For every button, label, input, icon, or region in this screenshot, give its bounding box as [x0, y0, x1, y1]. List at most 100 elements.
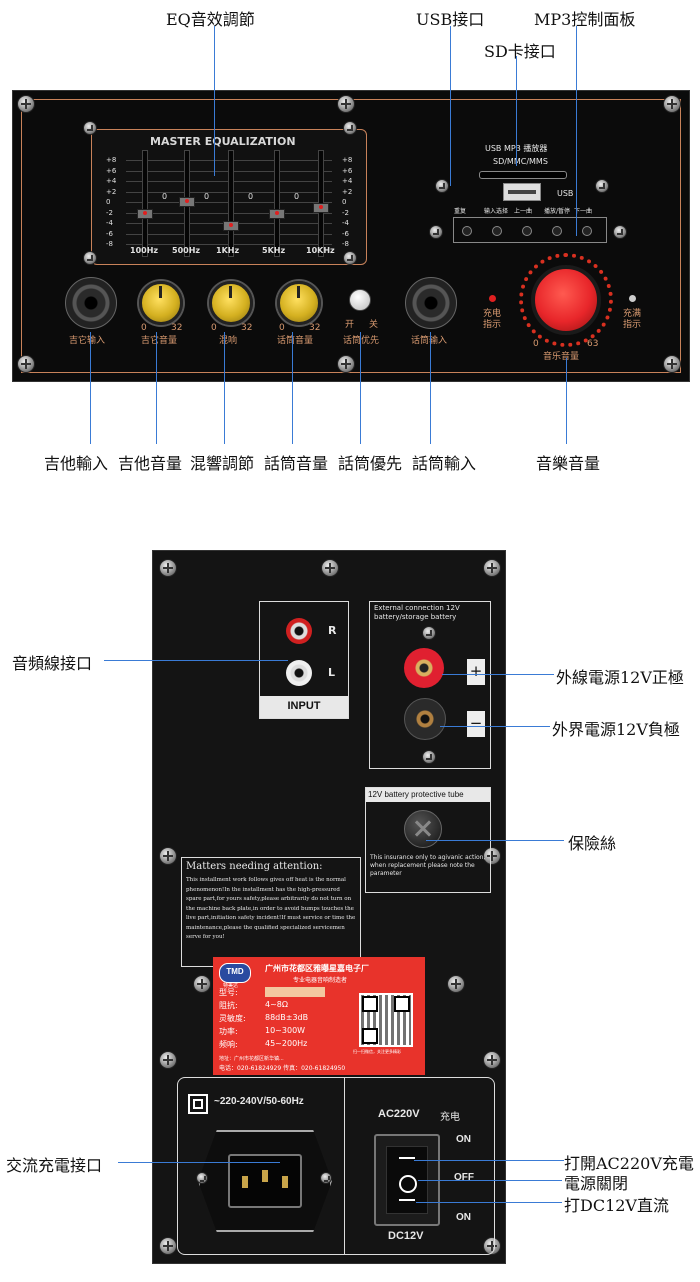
eq-scale-tick: -8 — [106, 240, 113, 248]
mp3-button[interactable] — [582, 226, 592, 236]
screw-icon — [483, 847, 501, 865]
knob-min: 0 — [533, 339, 539, 349]
knob-min: 0 — [141, 323, 147, 333]
screw-icon — [321, 559, 339, 577]
switch-off-label: 关 — [369, 320, 379, 330]
sticker-spec-key: 阻抗: — [219, 1001, 238, 1010]
screw-icon — [17, 95, 35, 113]
screw-icon — [663, 355, 681, 373]
eq-scale-tick: +2 — [106, 187, 117, 196]
mic-input-jack[interactable] — [405, 277, 457, 329]
music-volume-knob[interactable] — [531, 265, 601, 335]
eq-scale-tick: 0 — [342, 198, 347, 206]
qr-code — [359, 993, 413, 1047]
rca-right-jack[interactable] — [286, 618, 312, 644]
mp3-button[interactable] — [552, 226, 562, 236]
eq-slider-4[interactable] — [313, 150, 329, 257]
switch-off: OFF — [454, 1172, 474, 1183]
label-dc-on: 打DC12V直流 — [564, 1196, 669, 1215]
screw-icon — [159, 559, 177, 577]
input-label-bar: INPUT — [260, 696, 348, 718]
sticker-spec-value: 45~200Hz — [265, 1039, 308, 1048]
guitar-volume-knob[interactable] — [139, 281, 183, 325]
eq-slider-knob[interactable] — [137, 209, 153, 219]
eq-slider-2[interactable] — [223, 150, 239, 257]
mp3-button-label: 输入选择 — [484, 208, 509, 215]
negative-terminal[interactable] — [404, 698, 446, 740]
ac-inlet-socket[interactable] — [228, 1154, 302, 1208]
eq-slider-knob[interactable] — [313, 203, 329, 213]
eq-zero-label: 0 — [204, 192, 210, 201]
label-ac-on: 打開AC220V充電 — [564, 1154, 694, 1173]
label-guitar-input: 吉他輸入 — [44, 454, 109, 473]
eq-scale-tick: +8 — [342, 156, 353, 164]
rca-left-jack[interactable] — [286, 660, 312, 686]
reverb-knob[interactable] — [209, 281, 253, 325]
mic-volume-knob[interactable] — [277, 281, 321, 325]
knob-min: 0 — [211, 323, 217, 333]
guitar-input-jack[interactable] — [65, 277, 117, 329]
eq-slider-0[interactable] — [137, 150, 153, 257]
sd-card-slot[interactable] — [479, 171, 567, 179]
label-music-volume: 音樂音量 — [536, 454, 601, 473]
screw-icon — [663, 95, 681, 113]
screw-icon — [159, 1237, 177, 1255]
eq-slider-knob[interactable] — [223, 221, 239, 231]
screw-icon — [422, 626, 436, 640]
input-label: INPUT — [287, 700, 321, 712]
double-insulation-icon — [188, 1094, 208, 1114]
back-panel: R L INPUT External connection 12V batter… — [152, 550, 506, 1264]
usb-port[interactable] — [503, 183, 541, 201]
screw-icon — [483, 1051, 501, 1069]
screw-icon — [422, 750, 436, 764]
control-label-mic-input: 话筒输入 — [411, 336, 448, 346]
label-mic-volume: 話筒音量 — [264, 454, 329, 473]
full-led — [629, 295, 636, 302]
screw-icon — [343, 251, 357, 265]
eq-scale-tick: -6 — [106, 229, 113, 238]
fuse-holder[interactable] — [404, 810, 442, 848]
mic-priority-button[interactable] — [349, 289, 371, 311]
eq-band-label: 500Hz — [172, 246, 201, 255]
eq-slider-1[interactable] — [179, 150, 195, 257]
fuse-title: 12V battery protective tube — [368, 790, 464, 799]
sticker-logo-text: TMD — [226, 967, 244, 976]
screw-icon — [447, 975, 465, 993]
full-indicator-label: 充满指示 — [623, 309, 642, 330]
sticker-spec-key: 灵敏度: — [219, 1014, 246, 1023]
screw-icon — [435, 179, 449, 193]
label-guitar-volume: 吉他音量 — [118, 454, 183, 473]
screw-icon — [595, 179, 609, 193]
eq-title: MASTER EQUALIZATION — [150, 135, 296, 148]
mp3-button[interactable] — [492, 226, 502, 236]
control-label-mic-priority: 话筒优先 — [343, 336, 380, 346]
label-ac-inlet: 交流充電接口 — [6, 1156, 103, 1175]
eq-scale-tick: -2 — [106, 208, 113, 217]
eq-slider-knob[interactable] — [179, 197, 195, 207]
sticker-company-sub: 专业电器音响制造者 — [293, 977, 348, 984]
input-l-label: L — [328, 666, 336, 679]
input-box: R L INPUT — [259, 601, 349, 719]
mp3-button[interactable] — [462, 226, 472, 236]
usb-text: USB — [557, 189, 574, 198]
notice-title: Matters needing attention: — [186, 861, 323, 872]
eq-scale-tick: +2 — [342, 187, 353, 196]
sticker-spec-key: 功率: — [219, 1027, 238, 1036]
ext-title: External connection 12V battery/storage … — [374, 604, 460, 621]
eq-scale-tick: 0 — [106, 198, 111, 206]
screw-icon — [343, 121, 357, 135]
mp3-button[interactable] — [522, 226, 532, 236]
switch-on-top: ON — [456, 1134, 471, 1145]
label-off: 電源關閉 — [564, 1174, 629, 1193]
eq-scale-tick: +6 — [106, 166, 117, 175]
screw-icon — [337, 355, 355, 373]
positive-terminal[interactable] — [404, 648, 444, 688]
spec-sticker: TMD 特美达 广州市花都区雅曝星嘉电子厂 专业电器音响制造者 型号:阻抗:4~… — [213, 957, 425, 1075]
eq-slider-knob[interactable] — [269, 209, 285, 219]
label-eq: EQ音效調節 — [166, 10, 255, 29]
sticker-logo-sub: 特美达 — [223, 983, 239, 989]
eq-scale-tick: +4 — [342, 177, 353, 185]
eq-slider-3[interactable] — [269, 150, 285, 257]
knob-max: 63 — [587, 339, 599, 349]
